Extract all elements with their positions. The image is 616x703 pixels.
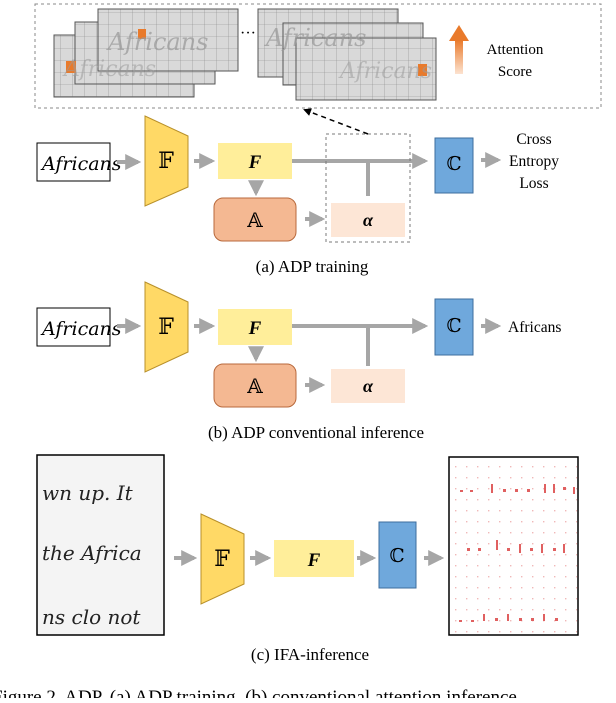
attention-score-cell	[66, 61, 76, 73]
score-gradient-bar	[455, 40, 463, 74]
encoder-block	[144, 281, 189, 373]
score-label: Score	[498, 64, 532, 80]
feature-block	[218, 309, 292, 345]
attention-score-cell	[138, 29, 146, 39]
attention-map	[295, 37, 437, 101]
alpha-block	[331, 369, 405, 403]
text-line: wn up. It	[42, 481, 134, 505]
attention-visualization: Africans Africans ··· Africans Africans …	[34, 3, 602, 109]
caption-b: (b) ADP conventional inference	[208, 423, 424, 442]
attention-map	[97, 8, 239, 72]
attention-block	[213, 197, 297, 242]
attention-score-cell	[418, 64, 427, 76]
classifier-label: ℂ	[446, 316, 461, 337]
attention-output-map	[448, 456, 579, 636]
feature-block	[218, 143, 292, 179]
classifier-block	[378, 521, 417, 589]
selection-frame	[325, 133, 411, 243]
feature-label: F	[248, 152, 262, 173]
encoder-label: 𝔽	[214, 546, 230, 571]
attention-label: 𝔸	[246, 376, 263, 398]
score-label: Attention	[487, 42, 544, 58]
word-image-ghost: Africans	[264, 24, 366, 52]
panel-a: Africans 𝔽 F 𝔸 α ℂ Cross Entropy Loss (a…	[36, 115, 559, 276]
loss-label: Cross	[516, 131, 551, 148]
loss-label: Loss	[519, 175, 548, 192]
word-image-ghost: Africans	[338, 59, 432, 84]
classifier-label: ℂ	[446, 154, 461, 175]
word-image-ghost: Africans	[106, 28, 208, 56]
feature-label: F	[307, 550, 321, 571]
word-image-box	[36, 142, 111, 182]
text-line: ns clo not	[42, 605, 141, 629]
score-arrow-icon	[449, 25, 469, 41]
alpha-label: α	[363, 376, 374, 396]
text-image-box	[36, 454, 165, 636]
panel-b: Africans 𝔽 F 𝔸 α ℂ Africans (b) ADP conv…	[36, 281, 561, 442]
figure-caption: Figure 2. ADP. (a) ADP training. (b) con…	[0, 687, 517, 698]
visualization-arrow	[303, 108, 369, 135]
attention-map-stack-right: Africans Africans	[257, 8, 437, 101]
visualization-frame	[34, 3, 602, 109]
attention-score-legend: Attention Score	[449, 25, 544, 80]
alpha-block	[331, 203, 405, 237]
encoder-block	[200, 513, 245, 605]
attention-label: 𝔸	[246, 210, 263, 232]
caption-c: (c) IFA-inference	[251, 645, 369, 664]
classifier-block	[434, 298, 474, 356]
ellipsis: ···	[240, 25, 256, 42]
word-image-ghost: Africans	[62, 57, 156, 82]
word-image-box	[36, 307, 111, 347]
caption-a: (a) ADP training	[256, 257, 369, 276]
word-image: Africans	[40, 153, 122, 175]
attention-block	[213, 363, 297, 408]
loss-label: Entropy	[509, 153, 559, 170]
prediction-label: Africans	[508, 319, 561, 336]
activation-marks	[459, 484, 575, 622]
word-image: Africans	[40, 318, 122, 340]
feature-block	[274, 540, 354, 577]
output-dot-grid	[450, 458, 577, 634]
panel-c: wn up. It the Africa ns clo not 𝔽 F ℂ	[36, 454, 579, 664]
encoder-block	[144, 115, 189, 207]
classifier-block	[434, 137, 474, 194]
feature-label: F	[248, 318, 262, 339]
attention-map-stack-left: Africans Africans	[53, 8, 239, 98]
alpha-label: α	[363, 210, 374, 230]
classifier-label: ℂ	[389, 546, 404, 567]
text-line: the Africa	[42, 541, 142, 565]
encoder-label: 𝔽	[158, 314, 174, 339]
encoder-label: 𝔽	[158, 148, 174, 173]
